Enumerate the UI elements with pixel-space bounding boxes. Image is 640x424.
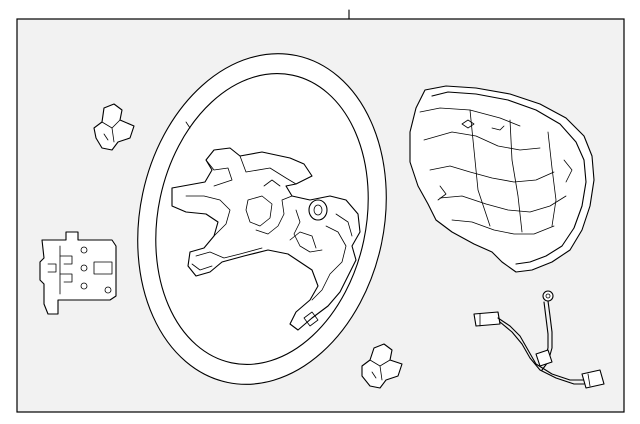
lower-clip[interactable] [361,343,403,389]
upper-clip[interactable] [93,103,135,151]
airbag-cover[interactable] [409,85,595,273]
steering-wheel[interactable] [108,30,416,407]
wire-harness[interactable] [473,290,605,389]
switch-module[interactable] [39,231,117,315]
